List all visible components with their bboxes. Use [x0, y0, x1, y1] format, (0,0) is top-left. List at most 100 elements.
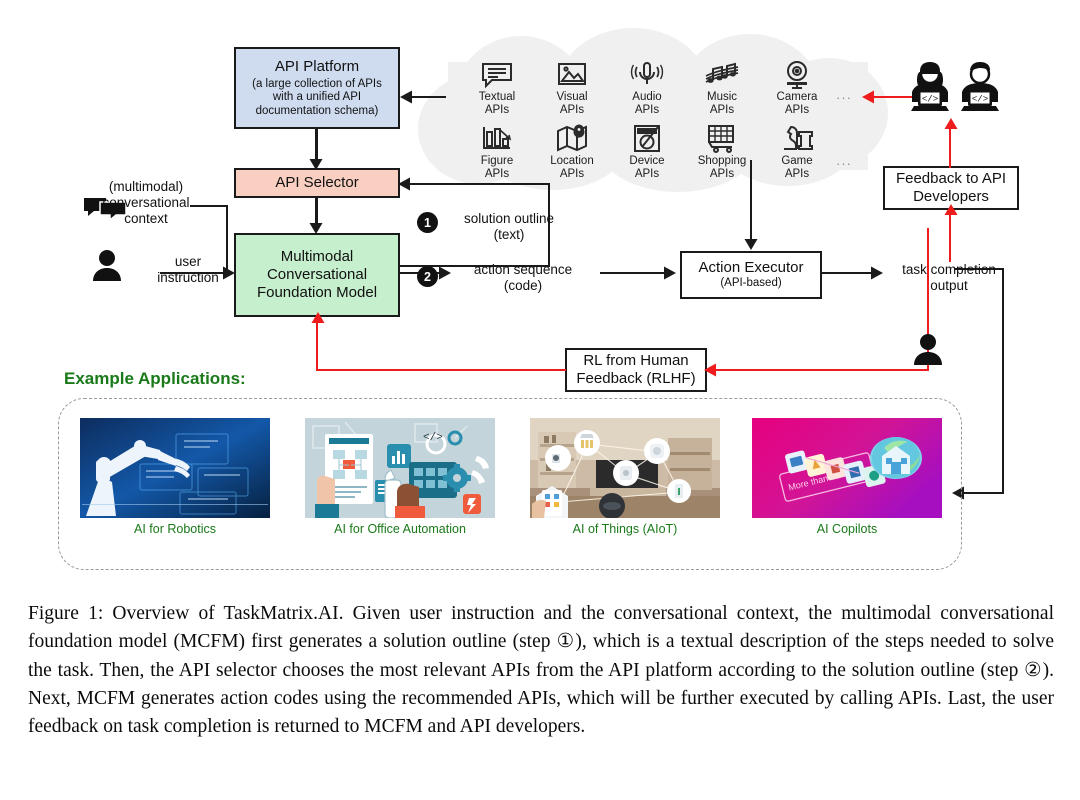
application-thumb-copilots[interactable]: More than ou bcomplete [752, 418, 942, 543]
cloud-ellipsis-top: ··· [836, 90, 852, 105]
edge-instruction-horizontal [160, 272, 228, 275]
api-item-camera[interactable]: Camera APIs [760, 56, 834, 117]
application-caption: AI Copilots [816, 522, 878, 536]
arrowhead-mcfm-bottom [311, 312, 325, 323]
output-line2: output [930, 278, 968, 294]
rlhf-line2: Feedback (RLHF) [576, 370, 696, 387]
feedback-line2: Developers [913, 188, 989, 205]
api-selector-box[interactable]: API Selector [234, 168, 400, 198]
api-item-textual[interactable]: Textual APIs [460, 56, 534, 117]
api-item-visual[interactable]: Visual APIs [535, 56, 609, 117]
visual-api-icon [535, 56, 609, 90]
arrowhead-rlhf-right [704, 363, 716, 377]
edge-step1-horizontal [400, 265, 550, 268]
api-label-line2: APIs [484, 167, 510, 180]
arrowhead-mcfm-top [309, 223, 323, 234]
edge-selector-to-mcfm [315, 198, 318, 225]
step1-line1: solution outline [463, 211, 555, 226]
api-item-game[interactable]: Game APIs [760, 120, 834, 181]
api-selector-title: API Selector [275, 174, 359, 192]
api-label-line1: Textual [478, 91, 516, 103]
edge-step1-back [410, 183, 550, 186]
step2-line2: (code) [503, 278, 543, 294]
api-label-line1: Shopping [697, 155, 747, 167]
action-executor-line1: Action Executor [698, 259, 804, 277]
feedback-developers-box[interactable]: Feedback to API Developers [883, 166, 1019, 210]
edge-rlhf-mcfm-vertical [316, 320, 319, 370]
application-thumb-aiot[interactable]: AI of Things (AIoT) [530, 418, 720, 543]
edge-label-to-executor [600, 272, 666, 275]
application-caption: AI for Office Automation [334, 522, 466, 536]
edge-context-horizontal [190, 205, 228, 208]
edge-devs-to-cloud [872, 96, 912, 99]
step-2-badge: 2 [417, 266, 438, 287]
context-line3: context [124, 211, 168, 227]
api-label-line1: Game [781, 155, 813, 167]
textual-api-icon [460, 56, 534, 90]
game-api-icon [760, 120, 834, 154]
arrowhead-executor-left [664, 266, 676, 280]
api-label-line2: APIs [559, 167, 585, 180]
svg-text:</>: </> [922, 95, 938, 105]
svg-text:</>: </> [972, 95, 988, 105]
person-icon [92, 249, 122, 281]
audio-api-icon [610, 56, 684, 90]
step2-line1: action sequence [473, 262, 573, 277]
edge-context-vertical [226, 205, 229, 273]
developer-laptop-icon: </> [956, 58, 1004, 120]
arrowhead-platform-right [400, 90, 412, 104]
edge-executor-to-output [822, 272, 874, 275]
feedback-line1: Feedback to API [895, 170, 1007, 188]
api-cloud: Textual APIs Visual APIs Audio APIs [418, 28, 888, 192]
api-item-music[interactable]: Music APIs [685, 56, 759, 117]
figure-api-icon [460, 120, 534, 154]
camera-api-icon [760, 56, 834, 90]
api-item-device[interactable]: Device APIs [610, 120, 684, 181]
api-label-line2: APIs [784, 167, 810, 180]
arrowhead-devs [944, 118, 958, 129]
arrowhead-output [871, 266, 883, 280]
api-label-line2: APIs [634, 167, 660, 180]
edge-feedback-to-devs [949, 126, 952, 168]
edge-user-to-rlhf [707, 369, 929, 372]
api-item-audio[interactable]: Audio APIs [610, 56, 684, 117]
location-api-icon [535, 120, 609, 154]
edge-to-feedback-box [949, 212, 952, 262]
mcfm-box[interactable]: Multimodal Conversational Foundation Mod… [234, 233, 400, 317]
api-label-line1: Device [629, 155, 665, 167]
context-line2: conversational [102, 195, 190, 211]
rlhf-line1: RL from Human [583, 352, 689, 370]
edge-rlhf-to-mcfm [316, 369, 566, 372]
svg-text:</>: </> [423, 432, 443, 444]
mcfm-line3: Foundation Model [256, 283, 378, 301]
solution-outline-label: solution outline (text) [444, 211, 574, 243]
api-item-location[interactable]: Location APIs [535, 120, 609, 181]
api-label-line2: APIs [484, 103, 510, 116]
api-label-line2: APIs [559, 103, 585, 116]
application-thumb-robotics[interactable]: AI for Robotics [80, 418, 270, 543]
api-item-shopping[interactable]: Shopping APIs [685, 120, 759, 181]
api-label-line1: Location [550, 155, 594, 167]
arrowhead-action-sequence [439, 266, 451, 280]
rlhf-box[interactable]: RL from Human Feedback (RLHF) [565, 348, 707, 392]
mcfm-line2: Conversational [266, 266, 368, 284]
action-executor-box[interactable]: Action Executor (API-based) [680, 251, 822, 299]
example-applications-title: Example Applications: [64, 369, 246, 388]
arrowhead-cloud-right [862, 90, 874, 104]
arrowhead-feedback-bottom [944, 204, 958, 215]
api-item-figure[interactable]: Figure APIs [460, 120, 534, 181]
api-label-line2: APIs [709, 103, 735, 116]
figure-caption: Figure 1: Overview of TaskMatrix.AI. Giv… [28, 603, 1054, 738]
cloud-ellipsis-bottom: ··· [836, 156, 852, 171]
api-label-line1: Visual [556, 91, 588, 103]
action-sequence-label: action sequence (code) [452, 262, 594, 294]
chat-bubbles-icon [84, 196, 127, 222]
copilot-magenta-graphic: More than ou bcomplete [752, 418, 942, 518]
edge-cloud-to-platform [404, 96, 446, 99]
instruction-line1: user [174, 254, 202, 269]
api-label-line2: APIs [634, 103, 660, 116]
application-thumb-office[interactable]: </> AI for Office Automation [305, 418, 495, 543]
api-platform-box[interactable]: API Platform (a large collection of APIs… [234, 47, 400, 129]
edge-cloud-to-executor [750, 160, 753, 240]
